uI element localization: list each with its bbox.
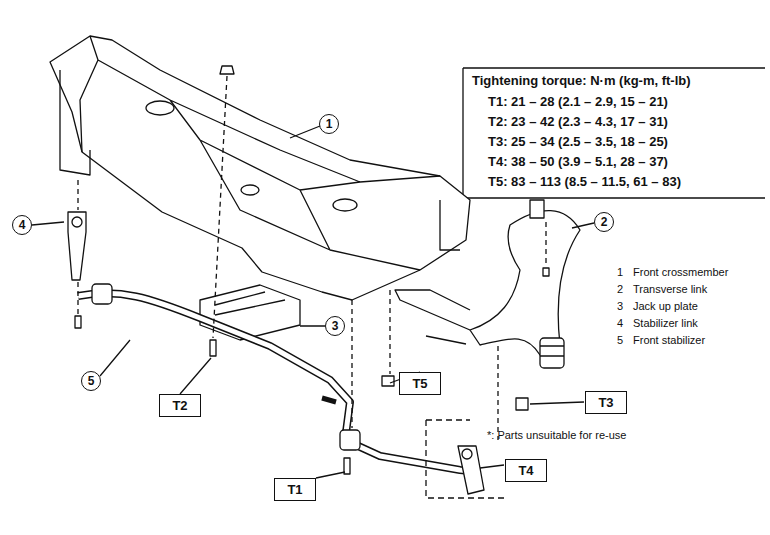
callout-circle: 2	[594, 212, 614, 232]
torque-box: T3	[585, 391, 627, 414]
torque-code: T5	[412, 376, 427, 391]
callout-number: 1	[326, 117, 333, 131]
parts-key: 3	[617, 300, 623, 312]
parts-key: 5	[617, 334, 623, 346]
callout-number: 2	[601, 215, 608, 229]
ball-joint-ribs	[540, 346, 564, 356]
torque-spec: T5: 83 – 113 (8.5 – 11.5, 61 – 83)	[488, 174, 681, 189]
link-eye	[72, 217, 82, 227]
transverse-link-arm	[395, 290, 470, 330]
torque-box: T2	[159, 394, 201, 417]
stabilizer-bushing	[92, 284, 112, 304]
crossmember-detail	[80, 36, 440, 270]
torque-spec: T2: 23 – 42 (2.3 – 4.3, 17 – 31)	[488, 114, 668, 129]
parts-key: Jack up plate	[633, 300, 698, 312]
stabilizer-link	[458, 446, 484, 494]
torque-box: T5	[399, 372, 441, 395]
stabilizer-bushing	[340, 430, 360, 450]
link-eye	[462, 449, 472, 459]
transverse-link	[470, 211, 580, 355]
parts-key: 2	[617, 283, 623, 295]
crossmember	[50, 36, 470, 300]
assembly-line	[78, 76, 546, 440]
parts-key: 1	[617, 266, 623, 278]
torque-spec: T1: 21 – 28 (2.1 – 2.9, 15 – 21)	[488, 94, 668, 109]
callout-number: 3	[332, 319, 339, 333]
torque-spec: T3: 25 – 34 (2.5 – 3.5, 18 – 25)	[488, 134, 668, 149]
stabilizer-mark	[322, 398, 336, 402]
parts-key: Transverse link	[633, 283, 707, 295]
front-stabilizer	[78, 293, 480, 472]
ball-joint	[540, 338, 564, 368]
torque-code: T3	[598, 395, 613, 410]
torque-spec: T4: 38 – 50 (3.9 – 5.1, 28 – 37)	[488, 154, 668, 169]
torque-code: T2	[172, 398, 187, 413]
callout-number: 5	[88, 374, 95, 388]
parts-key: 4	[617, 317, 623, 329]
crossmember-hole	[146, 101, 174, 115]
parts-key: Front crossmember	[633, 266, 728, 278]
torque-code: T4	[518, 463, 533, 478]
torque-code: T1	[287, 482, 302, 497]
note-text: *: Parts unsuitable for re-use	[487, 429, 626, 441]
parts-key: Stabilizer link	[633, 317, 698, 329]
crossmember-hole	[241, 185, 259, 195]
callout-circle: 4	[12, 215, 32, 235]
crossmember-bracket	[60, 70, 460, 250]
torque-box: T4	[505, 459, 547, 482]
callout-number: 4	[19, 218, 26, 232]
stabilizer-link	[68, 212, 86, 280]
crossmember-hole	[333, 199, 357, 211]
fastener	[75, 66, 549, 474]
parts-key: Front stabilizer	[633, 334, 705, 346]
link-bushing	[530, 200, 544, 218]
callout-circle: 3	[325, 316, 345, 336]
callout-circle: 5	[81, 371, 101, 391]
callout-circle: 1	[319, 114, 339, 134]
torque-box: T1	[274, 478, 316, 501]
jack-up-plate-detail	[215, 292, 285, 315]
front-stabilizer-fill	[78, 293, 480, 472]
table-rule	[463, 68, 765, 198]
torque-spec: Tightening torque: N·m (kg-m, ft-lb)	[472, 73, 691, 88]
